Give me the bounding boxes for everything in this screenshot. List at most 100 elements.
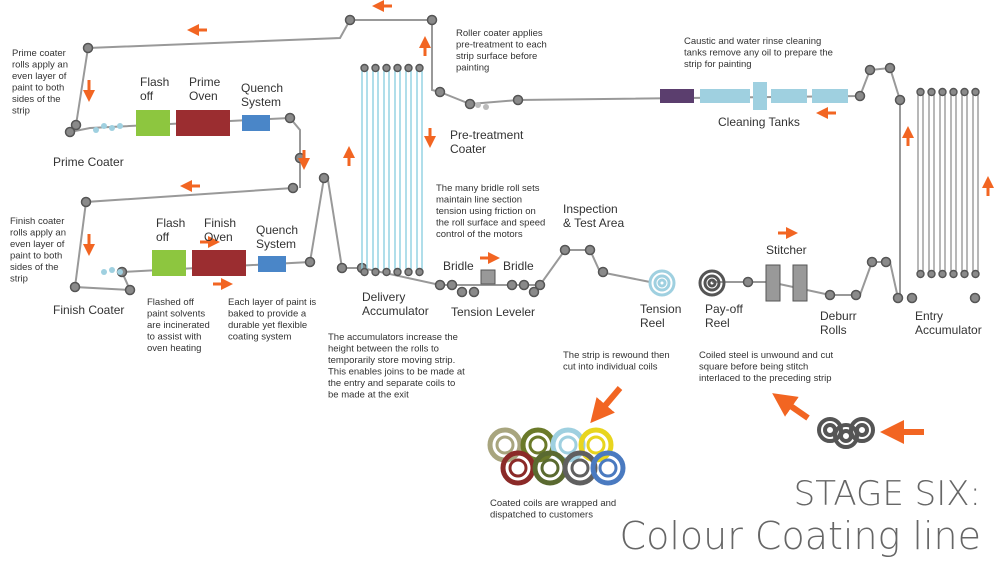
roller	[70, 119, 82, 131]
roller	[318, 172, 330, 184]
note-line: paint to both	[10, 251, 62, 262]
roller	[64, 126, 76, 138]
roller	[382, 267, 391, 277]
roller	[80, 196, 92, 208]
note-line: even layer of	[10, 239, 65, 250]
roller	[426, 14, 438, 26]
roller	[597, 266, 609, 278]
roller	[880, 256, 892, 268]
roller	[336, 262, 348, 274]
note-line: baked to provide a	[228, 309, 307, 320]
note-line: tanks remove any oil to prepare the	[684, 48, 833, 59]
rollers	[64, 14, 981, 304]
roller	[393, 267, 402, 277]
roller	[415, 63, 424, 73]
dispatched-coil-inner	[570, 458, 590, 478]
dispatched-coil	[590, 450, 626, 486]
roller	[371, 267, 380, 277]
coil	[849, 417, 875, 443]
dispatched-coil-inner	[508, 458, 528, 478]
dispatched-coil-inner	[540, 458, 560, 478]
note-line: Roller coater applies	[456, 28, 543, 39]
roller	[584, 244, 596, 256]
dispatched-coil-inner	[528, 435, 548, 455]
roller	[512, 94, 524, 106]
note-line: Each layer of paint is	[228, 297, 316, 308]
note-line: The many bridle roll sets	[436, 183, 540, 194]
note-line: painting	[456, 63, 489, 74]
roller	[446, 279, 458, 291]
note-line: are incinerated	[147, 320, 210, 331]
title-line-1: STAGE SIX:	[793, 474, 981, 514]
dispatched-coil-inner	[495, 435, 515, 455]
note-line: oven heating	[147, 343, 201, 354]
note-line: sides of the	[12, 94, 61, 105]
roller	[824, 289, 836, 301]
cleaning-tank-1	[700, 89, 750, 103]
note-line: be made at the exit	[328, 390, 409, 401]
roller	[971, 269, 980, 279]
flow-arrow	[590, 386, 623, 424]
note-line: rolls apply an	[10, 228, 66, 239]
roller	[344, 14, 356, 26]
roller	[971, 87, 980, 97]
note-line: Prime coater	[12, 48, 66, 59]
roller	[534, 279, 546, 291]
note-line: sides of the	[10, 262, 59, 273]
note-line: Caustic and water rinse cleaning	[684, 36, 821, 47]
roller	[434, 86, 446, 98]
note-line: temporarily store moving strip.	[328, 355, 455, 366]
note-line: tension using friction on	[436, 206, 536, 217]
roller	[850, 289, 862, 301]
roller	[360, 63, 369, 73]
label-cleaning-tanks: Cleaning Tanks	[718, 115, 800, 129]
note-line: coating system	[228, 332, 291, 343]
note-line: paint solvents	[147, 309, 205, 320]
stitcher-block-2	[792, 264, 808, 302]
flash-off-box-finish	[152, 250, 186, 276]
payoff-reel	[698, 269, 726, 297]
pretreatment-coater-rolls	[475, 102, 489, 110]
roller	[284, 112, 296, 124]
finish-coater-rolls	[101, 267, 123, 275]
roller	[854, 90, 866, 102]
note-line: to assist with	[147, 332, 201, 343]
entry-coils	[817, 417, 875, 449]
note-line: strip	[10, 274, 28, 285]
roller	[360, 267, 369, 277]
delivery-accumulator-strands	[360, 63, 424, 277]
roller	[287, 182, 299, 194]
note-line: cut into individual coils	[563, 362, 658, 373]
note-line: even layer of	[12, 71, 67, 82]
note-line: strip	[12, 106, 30, 117]
tension-leveler-box	[480, 269, 496, 285]
note-line: rolls apply an	[12, 60, 68, 71]
entry-accumulator-strands	[916, 87, 980, 279]
note-line: This enables joins to be made at	[328, 367, 465, 378]
roller	[916, 87, 925, 97]
note-line: maintain line section	[436, 195, 522, 206]
quench-box-finish	[258, 256, 286, 272]
note-line: the entry and separate coils to	[328, 378, 455, 389]
roller	[960, 269, 969, 279]
label-inspection: Inspection& Test Area	[563, 202, 624, 230]
dispatched-coil	[500, 450, 536, 486]
coil-core	[855, 423, 869, 437]
quench-box-prime	[242, 115, 270, 131]
roller	[468, 286, 480, 298]
dispatched-coil-inner	[558, 435, 578, 455]
label-stitcher: Stitcher	[766, 243, 807, 257]
flow-arrow	[772, 393, 810, 421]
flow-arrows	[83, 0, 994, 444]
note-line: paint to both	[12, 83, 64, 94]
